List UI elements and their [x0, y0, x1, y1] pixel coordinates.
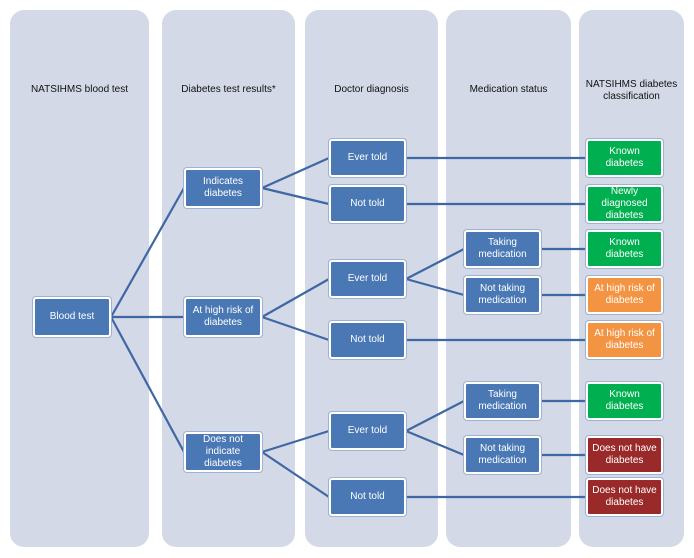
connector-line [261, 451, 330, 498]
column-title-blood-test: NATSIHMS blood test [30, 84, 129, 95]
class-high-risk: At high risk of diabetes [586, 321, 663, 359]
node-ever-told: Ever told [329, 260, 406, 298]
node-taking-medication: Taking medication [464, 230, 541, 268]
column-title-medication-status: Medication status [469, 84, 548, 95]
connector-line [261, 156, 330, 190]
column-title-classification: NATSIHMS diabetes classification [585, 79, 678, 102]
connector-line [261, 278, 330, 318]
connector-line [405, 277, 465, 297]
connector-line [110, 187, 185, 318]
connector-line [261, 429, 330, 454]
class-known-diabetes: Known diabetes [586, 382, 663, 420]
node-not-taking-medication: Not taking medication [464, 436, 541, 474]
node-not-told: Not told [329, 185, 406, 223]
class-does-not-have: Does not have diabetes [586, 436, 663, 474]
node-ever-told: Ever told [329, 139, 406, 177]
column-blood-test [10, 10, 149, 547]
column-title-test-results: Diabetes test results* [181, 84, 276, 95]
node-blood-test: Blood test [33, 297, 111, 337]
connector-line [405, 248, 465, 280]
connector-line [261, 315, 330, 342]
node-not-told: Not told [329, 321, 406, 359]
connector-line [405, 400, 465, 432]
connector-line [110, 316, 185, 453]
node-does-not-indicate: Does not indicate diabetes [184, 432, 262, 472]
connector-line [405, 429, 465, 457]
class-high-risk: At high risk of diabetes [586, 276, 663, 314]
class-known-diabetes: Known diabetes [586, 230, 663, 268]
class-known-diabetes: Known diabetes [586, 139, 663, 177]
node-high-risk: At high risk of diabetes [184, 297, 262, 337]
node-not-told: Not told [329, 478, 406, 516]
connector-line [261, 186, 330, 206]
column-title-doctor-diagnosis: Doctor diagnosis [334, 84, 409, 95]
class-does-not-have: Does not have diabetes [586, 478, 663, 516]
node-indicates-diabetes: Indicates diabetes [184, 168, 262, 208]
node-taking-medication: Taking medication [464, 382, 541, 420]
node-not-taking-medication: Not taking medication [464, 276, 541, 314]
class-newly-diagnosed: Newly diagnosed diabetes [586, 185, 663, 223]
node-ever-told: Ever told [329, 412, 406, 450]
